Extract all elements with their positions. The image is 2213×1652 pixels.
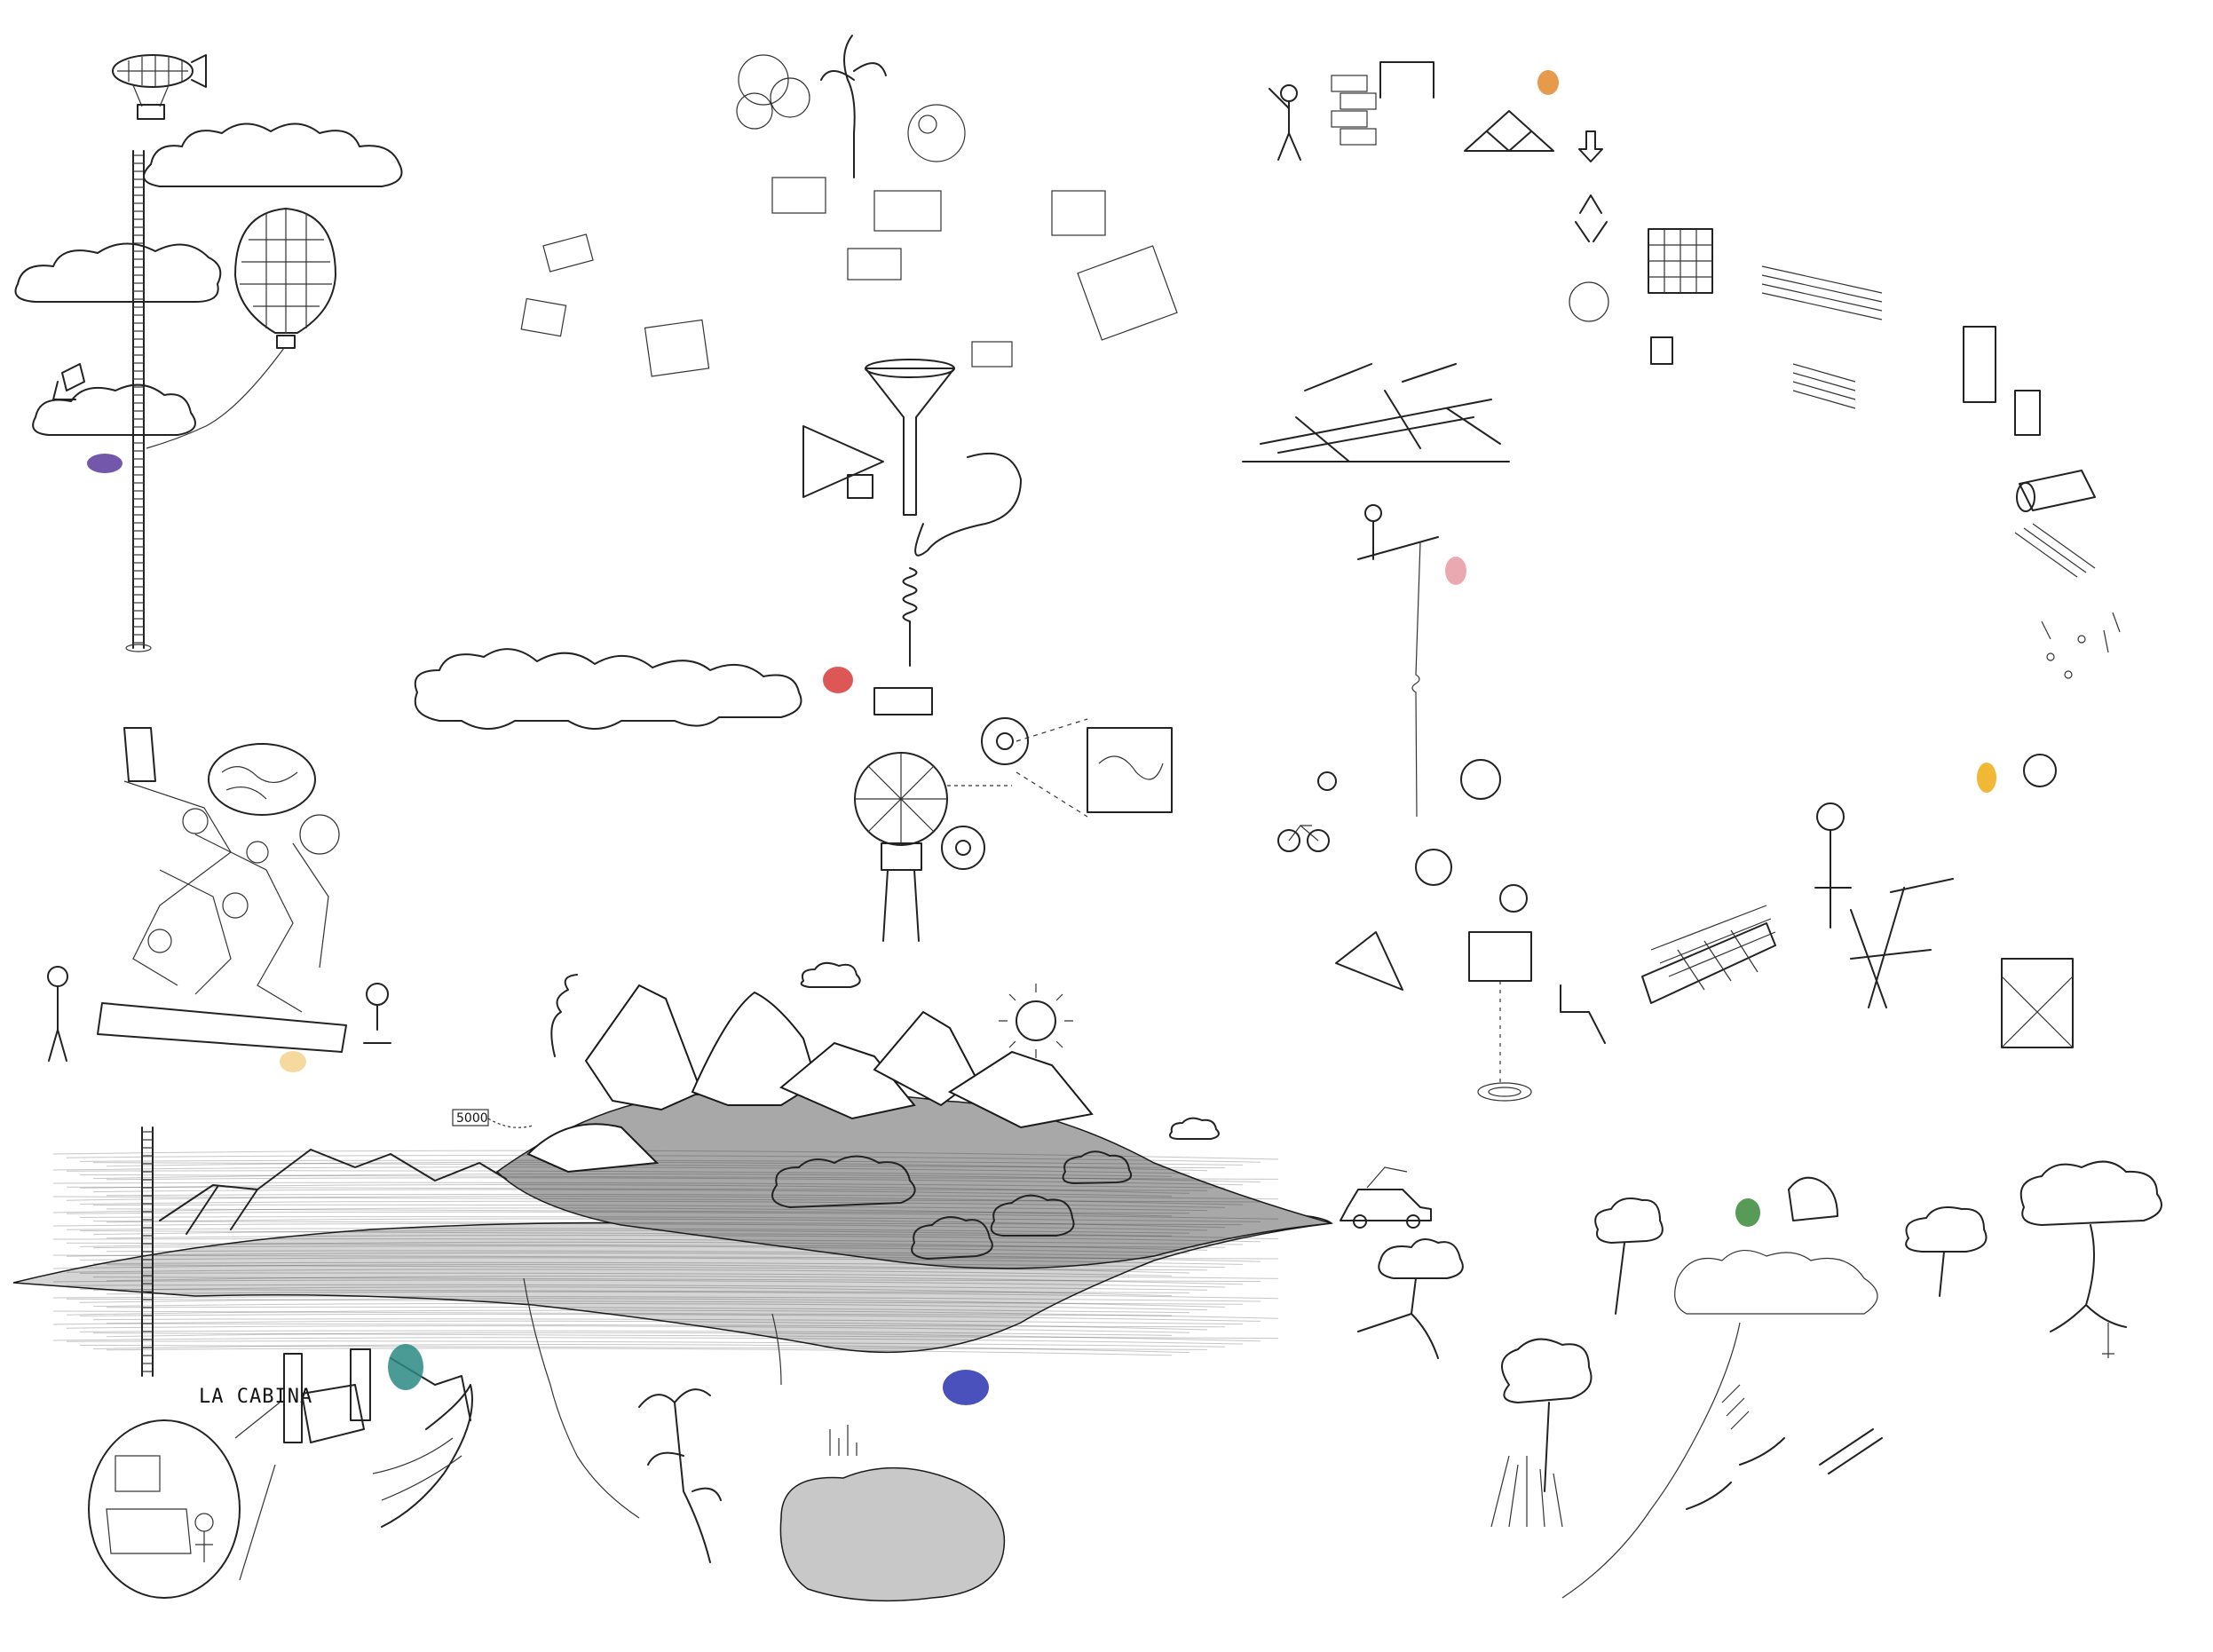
forest-scene (1490, 1160, 2162, 1599)
debris-pile (1242, 363, 1510, 462)
hot-air-balloon-icon (146, 208, 336, 449)
tree-icon (1501, 1338, 1593, 1492)
tree-icon (1905, 1206, 1988, 1297)
funnel-machine-icon (802, 359, 1022, 667)
projector-icon (854, 687, 1173, 942)
mountain-range-icon: 5000 (12, 961, 1464, 1602)
cloud-icon (14, 123, 403, 436)
doodle-cluster (520, 54, 1178, 377)
recycling-arc-scene (1242, 61, 2121, 1102)
recycle-icon (1569, 194, 1609, 322)
cloud-icon (1169, 1117, 1220, 1140)
tree-icon (2019, 1160, 2162, 1332)
frame-icon (1379, 61, 1434, 99)
down-arrow-icon (1578, 130, 1603, 162)
rock-cluster (1674, 1250, 1878, 1315)
pink-marker (1445, 557, 1466, 585)
gramophone-icon (52, 363, 85, 400)
ladder-icon (125, 150, 152, 652)
door-icon (1963, 326, 1996, 403)
roof-truss-icon (1464, 110, 1554, 152)
cloud-icon (414, 648, 802, 730)
airship-icon (112, 54, 207, 120)
construction-frame (1641, 754, 2074, 1048)
yellow-marker (1977, 763, 1996, 793)
purple-marker (87, 454, 123, 473)
sun-icon (1317, 771, 1337, 791)
tree-icon (1357, 1238, 1464, 1359)
cabina-bubble (88, 1419, 241, 1599)
altitude-label: 5000 (456, 1111, 488, 1126)
lumber-stack (1761, 265, 2096, 578)
worker-icon (1269, 84, 1301, 161)
log-icon (2016, 470, 2096, 512)
people-pile-scene (47, 727, 391, 1072)
window-icon (1648, 228, 1713, 294)
tree-icon (1594, 1198, 1664, 1315)
orange-marker (1537, 70, 1559, 95)
sky-ladder-scene (14, 54, 403, 652)
cloud-icon (800, 961, 861, 988)
altitude-sign (452, 1109, 489, 1126)
plant-icon (820, 35, 887, 178)
hardware-cluster (2041, 612, 2121, 679)
bicycle-wheel-machine (1335, 759, 1532, 1102)
blue-marker (943, 1370, 989, 1405)
green-marker (1735, 1198, 1760, 1227)
cabina-scene: LA CABINA (88, 1126, 473, 1599)
cabina-title: LA CABINA (199, 1386, 312, 1408)
car-icon (1340, 1166, 1432, 1229)
teal-marker (388, 1344, 423, 1390)
underground-pool (779, 1466, 1006, 1602)
bucket-icon (2014, 390, 2041, 436)
bicycle-icon (1277, 825, 1330, 852)
spool-icon (1650, 336, 1673, 365)
brick-wall (1331, 75, 1377, 146)
sun-icon (999, 984, 1073, 1058)
red-marker (823, 667, 853, 693)
funnel-machine-scene (414, 35, 1178, 942)
worker-on-beam-icon (1357, 504, 1439, 818)
plant-icon (638, 1388, 722, 1563)
pale-yellow-marker (280, 1051, 306, 1072)
slide-icon (1560, 984, 1606, 1044)
